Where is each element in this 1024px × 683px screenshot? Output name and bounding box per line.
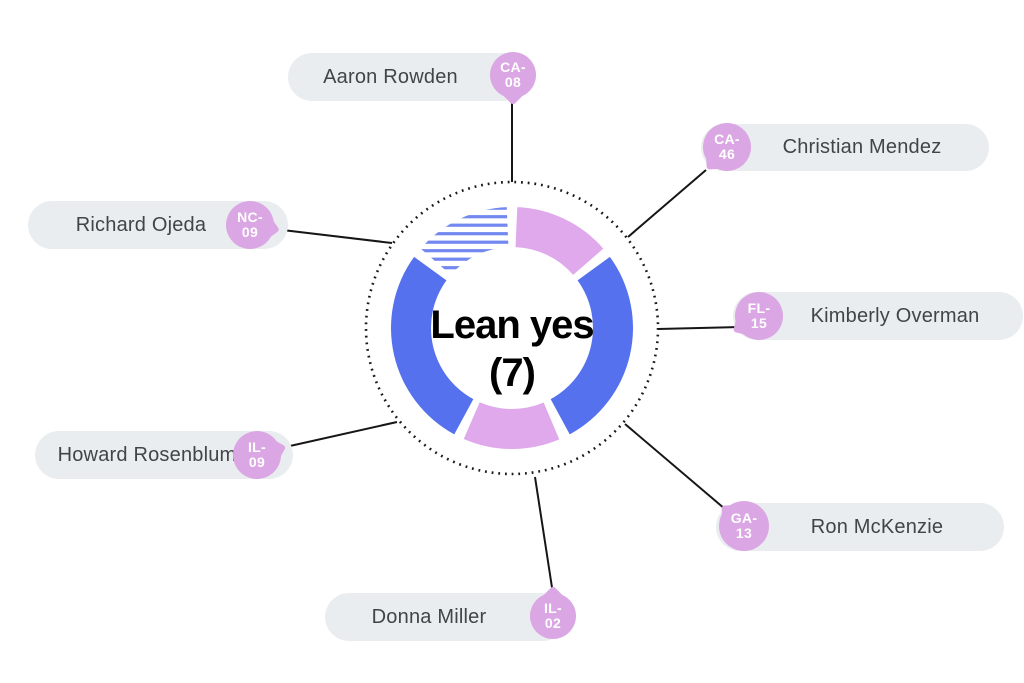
- hub-count: (7): [489, 351, 536, 395]
- person-name: Aaron Rowden: [323, 65, 458, 88]
- district-badge[interactable]: NC- 09: [226, 201, 280, 249]
- connector-line: [624, 423, 726, 510]
- donut-segment-blue: [550, 256, 634, 435]
- district-number: 02: [544, 615, 562, 631]
- district-state: FL-: [747, 300, 771, 316]
- district-state: GA-: [730, 510, 758, 526]
- district-badge[interactable]: GA- 13: [719, 501, 769, 551]
- connector-line: [280, 421, 398, 449]
- district-badge[interactable]: IL- 09: [233, 431, 287, 479]
- district-badge[interactable]: IL- 02: [530, 585, 576, 639]
- district-state: IL-: [247, 439, 266, 455]
- district-number: 13: [735, 525, 753, 541]
- connector-line: [534, 476, 554, 595]
- district-number: 15: [750, 315, 768, 331]
- person-name: Howard Rosenblum: [57, 443, 237, 466]
- donut-segment-pink: [515, 207, 604, 275]
- district-state: NC-: [237, 209, 263, 225]
- donut-segment-pink: [463, 402, 560, 449]
- person-name: Donna Miller: [371, 605, 487, 628]
- person-name: Richard Ojeda: [75, 213, 207, 236]
- connector-line: [273, 228, 393, 244]
- district-badge[interactable]: FL- 15: [733, 292, 783, 340]
- person-name: Ron McKenzie: [810, 515, 944, 538]
- district-badge[interactable]: CA- 46: [703, 123, 751, 171]
- center-hub[interactable]: Lean yes (7): [430, 301, 594, 397]
- district-number: 08: [504, 74, 522, 90]
- person-pill[interactable]: Aaron Rowden: [288, 53, 527, 101]
- badge-tail: [733, 316, 753, 336]
- person-name: Kimberly Overman: [810, 304, 980, 327]
- person-name: Christian Mendez: [782, 136, 942, 158]
- connector-line: [657, 326, 742, 330]
- district-number: 46: [718, 146, 736, 162]
- district-state: CA-: [714, 131, 740, 147]
- district-number: 09: [248, 454, 266, 470]
- person-pill[interactable]: Donna Miller: [325, 593, 567, 641]
- donut-segment-blue: [390, 256, 474, 435]
- district-state: IL-: [543, 600, 562, 616]
- district-number: 09: [241, 224, 259, 240]
- donut-segment-hatch: [420, 207, 509, 275]
- district-badge[interactable]: CA- 08: [490, 52, 536, 106]
- connector-line: [627, 169, 707, 238]
- district-state: CA-: [500, 59, 526, 75]
- hub-title: Lean yes: [430, 303, 594, 347]
